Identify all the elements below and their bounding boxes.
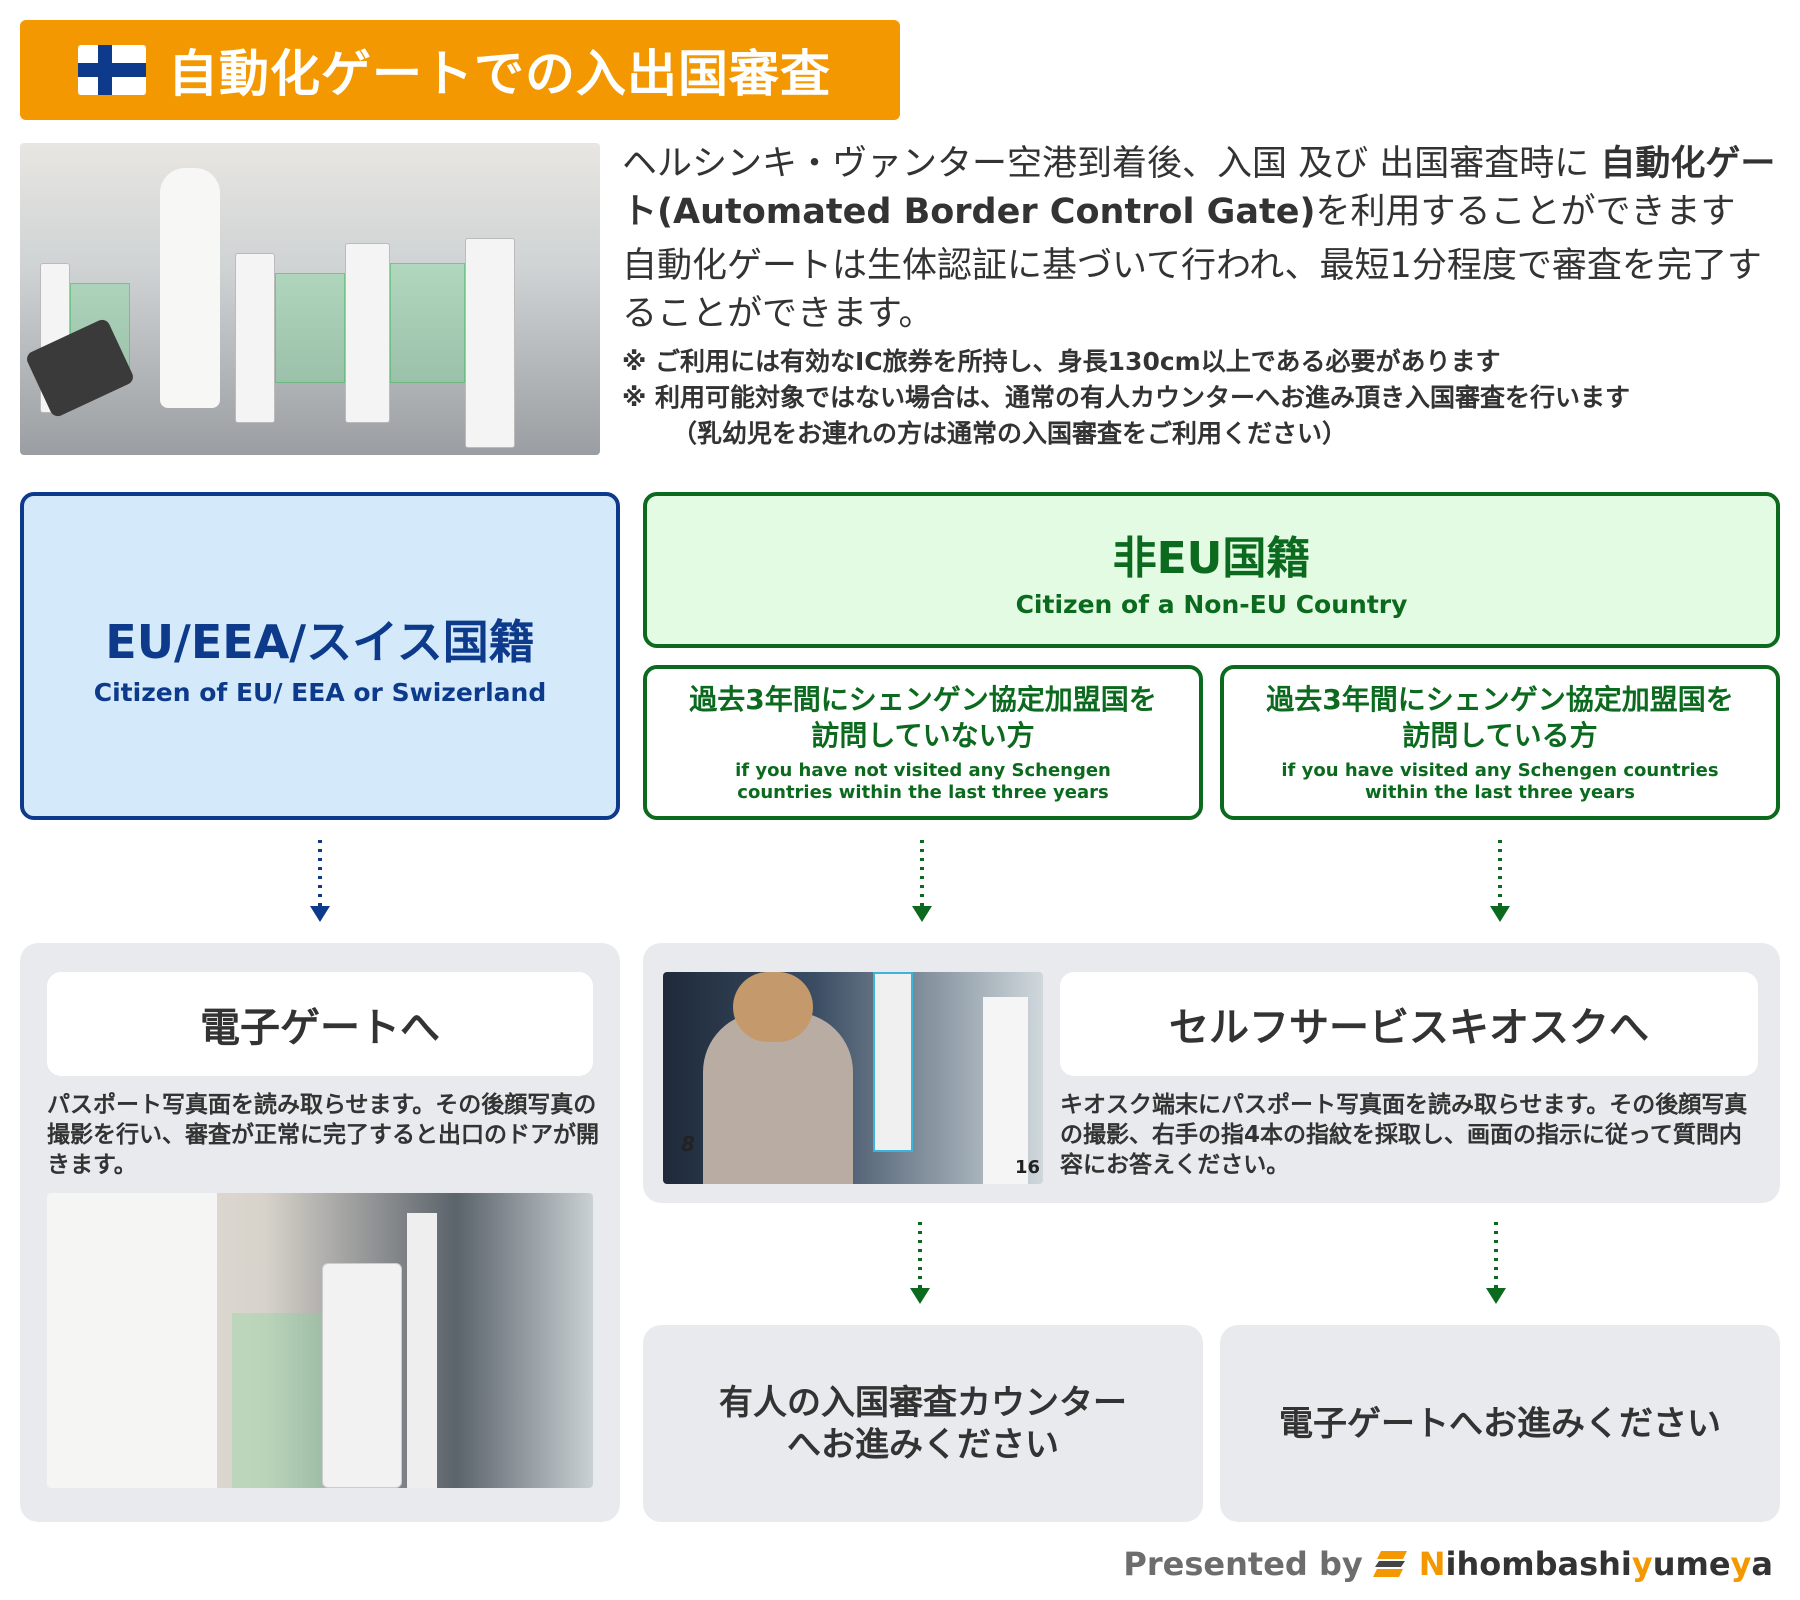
presented-by-label: Presented by <box>1123 1545 1363 1583</box>
page-title: 自動化ゲートでの入出国審査 <box>168 45 831 103</box>
non-eu-citizen-box: 非EU国籍 Citizen of a Non-EU Country <box>643 492 1780 648</box>
visited-ja: 過去3年間にシェンゲン協定加盟国を訪問している方 <box>1266 682 1734 752</box>
note-1: ※ ご利用には有効なIC旅券を所持し、身長130cm以上である必要があります <box>622 347 1501 376</box>
eu-title-en: Citizen of EU/ EEA or Swizerland <box>93 677 547 707</box>
note-2: ※ 利用可能対象ではない場合は、通常の有人カウンターへお進み頂き入国審査を行いま… <box>622 383 1631 412</box>
visited-en: if you have visited any Schengen countri… <box>1281 759 1719 803</box>
nihombashiyumeya-logo-icon <box>1372 1551 1407 1577</box>
intro-line2: 自動化ゲートは生体認証に基づいて行われ、最短1分程度で審査を完了することができま… <box>622 246 1762 334</box>
intro-text: ヘルシンキ・ヴァンター空港到着後、入国 及び 出国審査時に 自動化ゲート(Aut… <box>622 140 1782 452</box>
automated-gates-photo <box>20 143 600 455</box>
not-visited-schengen-box: 過去3年間にシェンゲン協定加盟国を訪問していない方 if you have no… <box>643 665 1203 820</box>
footer-credit: Presented by Nihombashiyumeya <box>1123 1545 1773 1583</box>
page-title-banner: 自動化ゲートでの入出国審査 <box>20 20 900 120</box>
eu-citizen-box: EU/EEA/スイス国籍 Citizen of EU/ EEA or Swize… <box>20 492 620 820</box>
kiosk-number-8: 8 <box>681 1132 695 1156</box>
arrow-down-icon <box>1490 840 1510 922</box>
kiosk-desc: キオスク端末にパスポート写真面を読み取らせます。その後顔写真の撮影、右手の指4本… <box>1060 1092 1748 1178</box>
kiosk-photo: 8 16 <box>663 972 1043 1184</box>
arrow-down-icon <box>310 840 330 922</box>
arrow-down-icon <box>1486 1222 1506 1304</box>
egate-panel: 電子ゲートへ パスポート写真面を読み取らせます。その後顔写真の撮影を行い、審査が… <box>20 943 620 1522</box>
egate-photo <box>47 1193 593 1488</box>
arrow-down-icon <box>910 1222 930 1304</box>
finland-flag-icon <box>78 45 146 95</box>
non-eu-title-ja: 非EU国籍 <box>1112 532 1311 584</box>
eu-title-ja: EU/EEA/スイス国籍 <box>105 614 535 669</box>
note-3: （乳幼児をお連れの方は通常の入国審査をご利用ください） <box>672 419 1348 448</box>
brand-name: Nihombashiyumeya <box>1418 1545 1773 1583</box>
kiosk-title: セルフサービスキオスクへ <box>1060 972 1758 1076</box>
manned-counter-result: 有人の入国審査カウンターへお進みください <box>643 1325 1203 1522</box>
intro-line1: ヘルシンキ・ヴァンター空港到着後、入国 及び 出国審査時に 自動化ゲート(Aut… <box>622 144 1776 232</box>
non-eu-title-en: Citizen of a Non-EU Country <box>1015 589 1408 619</box>
not-visited-ja: 過去3年間にシェンゲン協定加盟国を訪問していない方 <box>689 682 1157 752</box>
not-visited-en: if you have not visited any Schengen cou… <box>735 759 1111 803</box>
egate-desc: パスポート写真面を読み取らせます。その後顔写真の撮影を行い、審査が正常に完了する… <box>47 1092 599 1178</box>
egate-title: 電子ゲートへ <box>47 972 593 1076</box>
arrow-down-icon <box>912 840 932 922</box>
visited-schengen-box: 過去3年間にシェンゲン協定加盟国を訪問している方 if you have vis… <box>1220 665 1780 820</box>
kiosk-number-16: 16 <box>1015 1157 1041 1178</box>
kiosk-panel: 8 16 セルフサービスキオスクへ キオスク端末にパスポート写真面を読み取らせま… <box>643 943 1780 1203</box>
egate-result: 電子ゲートへお進みください <box>1220 1325 1780 1522</box>
